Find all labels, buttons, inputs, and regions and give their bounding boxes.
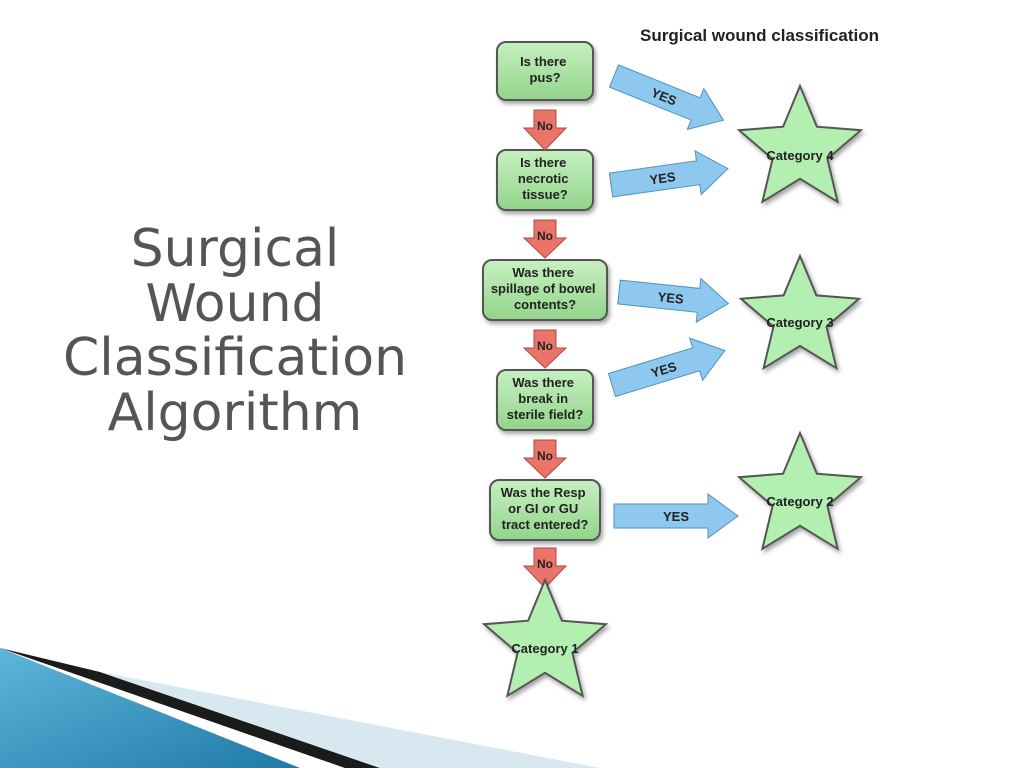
question-line: or GI or GU xyxy=(508,501,578,516)
category-star-1: Category 1 xyxy=(481,577,609,698)
category-label: Category 2 xyxy=(766,494,833,509)
question-line: necrotic xyxy=(518,171,569,186)
category-label: Category 1 xyxy=(511,641,578,656)
question-line: Is there xyxy=(520,54,566,69)
slide-title-line: Wound xyxy=(145,273,325,334)
svg-text:Was there spillage of bo: Was there spillage of bowel contents? xyxy=(491,265,599,312)
question-line: sterile field? xyxy=(507,407,584,422)
question-line: spillage of bowel xyxy=(491,281,596,296)
question-line: pus? xyxy=(529,70,560,85)
no-label: No xyxy=(537,339,553,353)
slide-title-line: Classification xyxy=(62,328,408,389)
svg-text:Is there necrotic: Is there necrotic tissue? xyxy=(518,155,572,202)
category-star-3: Category 3 xyxy=(738,253,862,371)
question-box-4: Was there break in sterile field? xyxy=(496,369,594,431)
yes-arrow-3: YES xyxy=(617,277,730,324)
no-arrow-3: No xyxy=(522,329,568,369)
slide-title-line: Surgical xyxy=(130,219,340,279)
no-label: No xyxy=(537,229,553,243)
svg-text:Is there pus?: Is there pus? xyxy=(520,54,570,85)
question-line: Was there xyxy=(512,375,574,390)
no-arrow-2: No xyxy=(522,219,568,259)
no-label: No xyxy=(537,557,553,571)
no-label: No xyxy=(537,449,553,463)
question-line: tract entered? xyxy=(502,517,589,532)
question-box-2: Is there necrotic tissue? xyxy=(496,149,594,211)
yes-label: YES xyxy=(649,359,679,381)
question-line: Was there xyxy=(512,265,574,280)
question-box-3: Was there spillage of bowel contents? xyxy=(482,259,608,321)
diagram-heading: Surgical wound classification xyxy=(640,26,879,45)
yes-arrow-1: YES xyxy=(608,64,725,131)
svg-text:Was there break in: Was there break in sterile field? xyxy=(507,375,584,422)
blue-stripe xyxy=(0,648,300,768)
slide-title: Surgical Wound Classification Algorithm xyxy=(20,222,450,440)
question-line: tissue? xyxy=(522,187,568,202)
slide-title-line: Algorithm xyxy=(107,382,363,443)
question-line: contents? xyxy=(514,297,576,312)
category-label: Category 3 xyxy=(766,315,833,330)
question-line: Is there xyxy=(520,155,566,170)
category-star-4: Category 4 xyxy=(736,83,864,204)
yes-label: YES xyxy=(649,169,677,188)
question-box-1: Is there pus? xyxy=(496,41,594,101)
svg-text:Was the Resp or GI or GU: Was the Resp or GI or GU tract entered? xyxy=(501,485,589,532)
question-box-5: Was the Resp or GI or GU tract entered? xyxy=(489,479,601,541)
yes-arrow-4: YES xyxy=(607,337,726,398)
yes-arrow-2: YES xyxy=(608,150,729,198)
category-label: Category 4 xyxy=(766,148,834,163)
dark-stripe xyxy=(0,648,380,768)
no-label: No xyxy=(537,119,553,133)
no-arrow-4: No xyxy=(522,439,568,479)
light-stripe xyxy=(100,672,600,768)
category-star-2: Category 2 xyxy=(736,430,864,551)
decorative-stripes xyxy=(0,648,600,768)
question-line: break in xyxy=(518,391,568,406)
question-line: Was the Resp xyxy=(501,485,586,500)
yes-arrow-5: YES xyxy=(613,493,739,539)
yes-label: YES xyxy=(663,509,689,524)
no-arrow-5: No xyxy=(522,547,568,589)
yes-label: YES xyxy=(657,289,685,307)
no-arrow-1: No xyxy=(522,109,568,151)
